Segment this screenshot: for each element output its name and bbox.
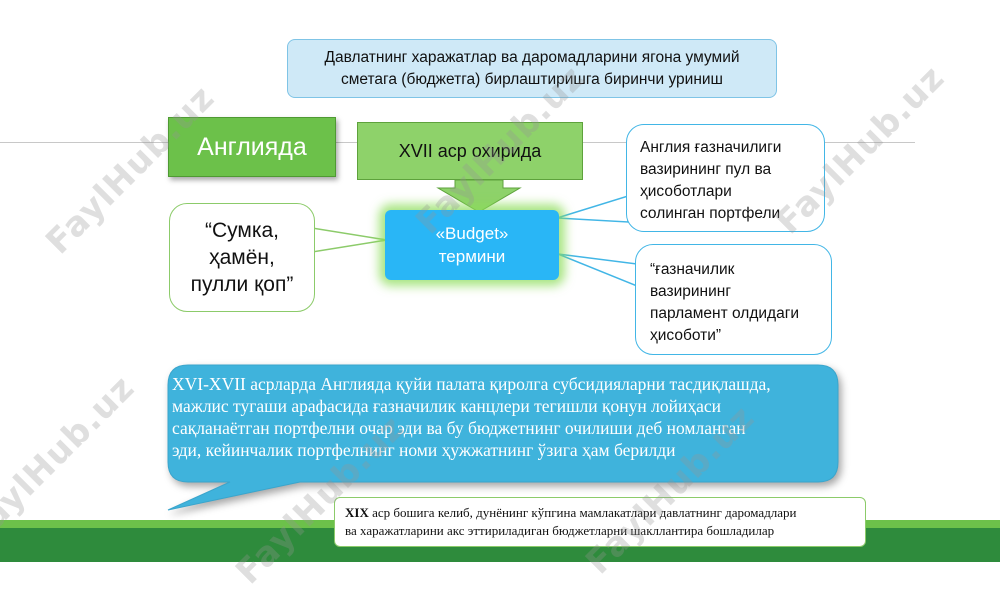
right-callout-2-line-4: ҳисоботи” — [650, 327, 722, 344]
right-callout-1-line-2: вазирининг пул ва — [640, 161, 772, 178]
left-callout: “Сумка, ҳамён, пулли қоп” — [169, 203, 315, 312]
right-callout-2-line-1: “ғазначилик — [650, 261, 735, 278]
right-callout-1-line-1: Англия ғазначилиги — [640, 139, 782, 156]
right-callout-2-line-2: вазирининг — [650, 283, 731, 300]
bottom-note-line-1: XIX аср бошига келиб, дунёнинг кўпгина м… — [345, 504, 855, 522]
bottom-note-box: XIX аср бошига келиб, дунёнинг кўпгина м… — [334, 497, 866, 547]
right-callout-1-line-3: ҳисоботлари — [640, 183, 732, 200]
right-callout-1-line-4: солинган портфели — [640, 205, 781, 222]
country-label: Англияда — [197, 132, 307, 161]
right-callout-2-pointer — [557, 253, 638, 288]
history-line-2: мажлис тугаши арафасида ғазначилик канцл… — [172, 396, 721, 416]
right-callout-report: “ғазначилик вазирининг парламент олдидаг… — [635, 244, 832, 355]
budget-term-line-2: термини — [438, 247, 506, 266]
history-line-1: XVI-XVII асрларда Англияда қуйи палата қ… — [172, 374, 771, 394]
period-label: XVII аср охирида — [398, 140, 542, 161]
title-line-1: Давлатнинг харажатлар ва даромадларини я… — [324, 48, 740, 66]
history-text: XVI-XVII асрларда Англияда қуйи палата қ… — [172, 373, 832, 461]
history-callout-shape — [167, 364, 839, 511]
right-callout-portfolio: Англия ғазначилиги вазирининг пул ва ҳис… — [626, 124, 825, 232]
left-callout-line-3: пулли қоп” — [190, 273, 294, 296]
bottom-note-line-2: ва харажатларини акс эттириладиган бюдже… — [345, 523, 775, 538]
bottom-note-line-1-rest: аср бошига келиб, дунёнинг кўпгина мамла… — [368, 505, 797, 520]
left-callout-pointer — [311, 227, 388, 253]
period-box: XVII аср охирида — [357, 122, 583, 180]
history-line-4: эди, кейинчалик портфелнинг номи ҳужжатн… — [172, 440, 676, 460]
title-box: Давлатнинг харажатлар ва даромадларини я… — [287, 39, 777, 98]
country-box: Англияда — [168, 117, 336, 177]
connectors-layer — [167, 179, 839, 511]
left-callout-line-1: “Сумка, — [204, 219, 280, 242]
down-arrow — [436, 179, 522, 213]
right-callout-1-pointer — [556, 194, 629, 223]
bottom-note-bold: XIX — [345, 505, 369, 520]
left-callout-line-2: ҳамён, — [209, 246, 275, 269]
budget-term-line-1: «Budget» — [435, 224, 509, 243]
right-callout-2-line-3: парламент олдидаги — [650, 305, 800, 322]
budget-term-box: «Budget» термини — [385, 210, 559, 280]
title-line-2: сметага (бюджетга) бирлаштиришга биринчи… — [340, 70, 723, 88]
history-line-3: сақланаётган портфелни очар эди ва бу бю… — [172, 418, 746, 438]
